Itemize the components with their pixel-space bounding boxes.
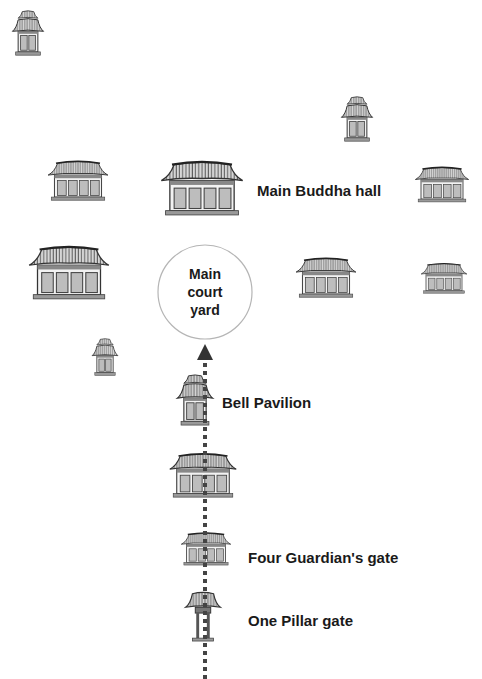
courtyard-label: Main court yard [179, 265, 231, 320]
building-label: One Pillar gate [248, 612, 353, 629]
courtyard-circle: Main court yard [157, 244, 253, 340]
building-label: Main Buddha hall [257, 182, 381, 199]
building-label: Four Guardian's gate [248, 549, 398, 566]
building-label: Bell Pavilion [222, 394, 311, 411]
